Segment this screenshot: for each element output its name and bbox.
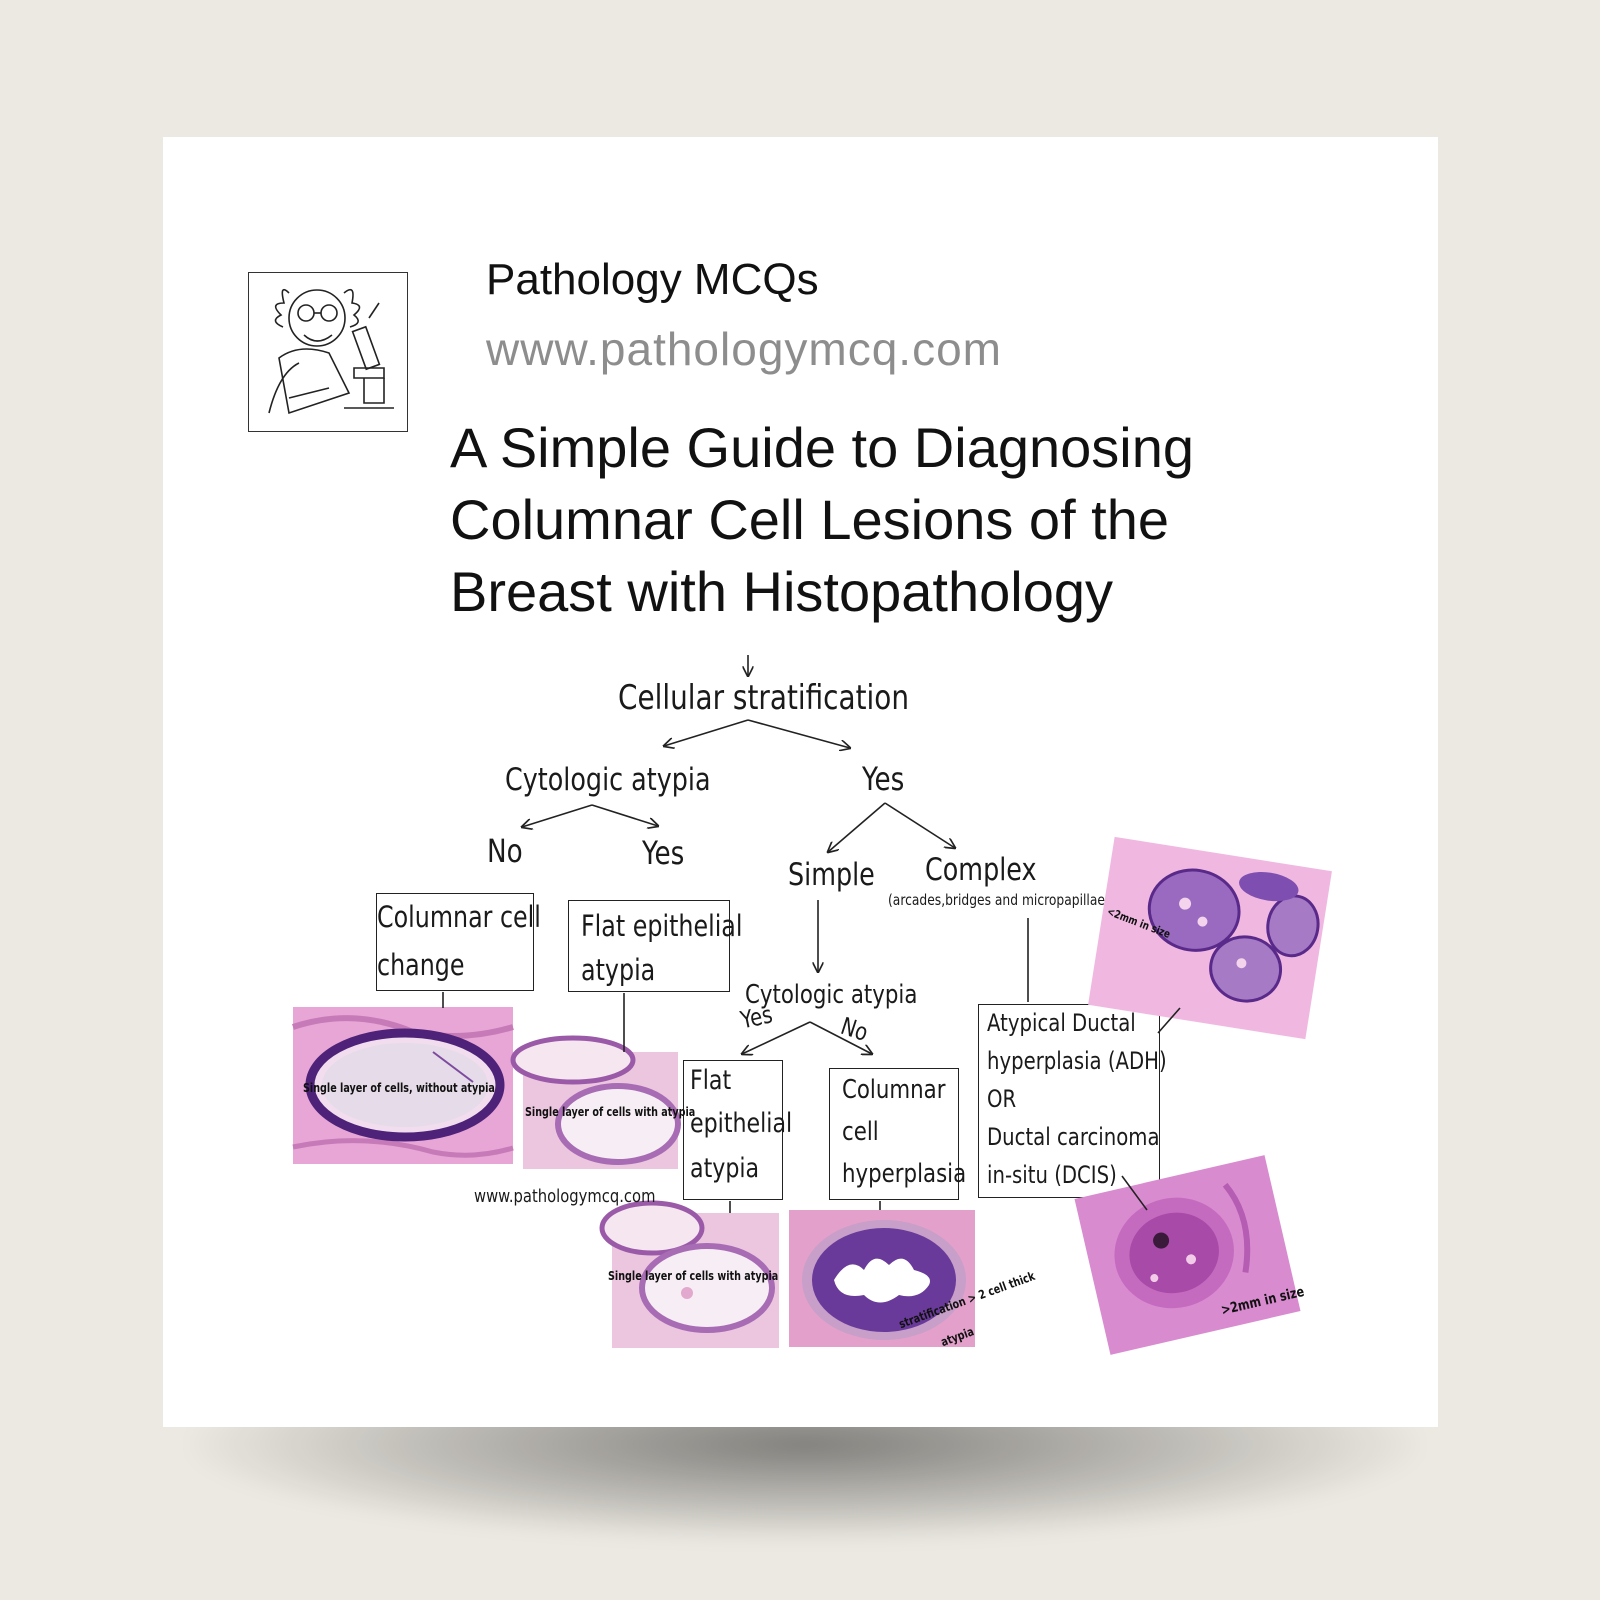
title-line-2: Columnar Cell Lesions of the (450, 488, 1170, 551)
histology-ductal-lumen-image (599, 1200, 779, 1348)
box-adh-or-dcis: Atypical Ductal hyperplasia (ADH) OR Duc… (978, 1004, 1167, 1198)
histology-ductal-lumen-image (789, 1210, 975, 1347)
box-label-line: atypia (581, 953, 656, 987)
box-columnar-cell-change: Columnar cell change (376, 893, 541, 991)
histology-image-adh-small: <2mm in size (1088, 836, 1332, 1040)
box-label-line: Flat (690, 1065, 732, 1096)
node-cytologic-atypia-mid: Cytologic atypia (745, 980, 918, 1010)
node-cytologic-atypia-top: Cytologic atypia (505, 762, 711, 798)
box-label-line: Ductal carcinoma (987, 1123, 1160, 1151)
watermark-url: www.pathologymcq.com (474, 1186, 656, 1207)
box-label-line: in-situ (DCIS) (987, 1161, 1117, 1189)
box-label-line: OR (987, 1085, 1017, 1113)
box-label-line: change (377, 948, 465, 982)
complex-note: (arcades,bridges and micropapillae) (888, 891, 1110, 909)
histology-ductal-lumen-image (292, 1007, 514, 1164)
title-line-3: Breast with Histopathology (450, 560, 1114, 623)
box-label-line: Flat epithelial (581, 909, 743, 943)
box-label-line: Columnar cell (377, 900, 541, 934)
histology-ductal-lumen-image (510, 1035, 681, 1169)
node-cellular-stratification: Cellular stratification (618, 678, 909, 718)
box-label-line: atypia (690, 1153, 760, 1184)
node-yes-right: Yes (862, 760, 905, 798)
box-flat-epithelial-atypia-mid: Flat epithelial atypia (683, 1060, 792, 1200)
brand-name: Pathology MCQs (486, 255, 819, 304)
box-label-line: cell (842, 1117, 879, 1147)
image-caption: Single layer of cells, without atypia (303, 1081, 495, 1095)
box-label-line: Columnar (842, 1075, 946, 1105)
node-simple: Simple (788, 857, 875, 893)
scientist-microscope-logo (248, 272, 408, 432)
box-label-line: hyperplasia (ADH) (987, 1047, 1167, 1075)
box-columnar-cell-hyperplasia: Columnar cell hyperplasia (829, 1068, 966, 1200)
scientist-icon (268, 288, 394, 415)
node-yes-left: Yes (642, 834, 685, 872)
histology-image-columnar-cell-change: Single layer of cells, without atypia (292, 1007, 514, 1164)
website-url: www.pathologymcq.com (486, 323, 1002, 375)
node-no-left: No (487, 832, 523, 870)
box-label-line: hyperplasia (842, 1159, 967, 1189)
histology-cribriform-image (1088, 836, 1332, 1040)
image-caption: Single layer of cells with atypia (525, 1105, 696, 1119)
node-complex: Complex (925, 852, 1037, 888)
box-label-line: Atypical Ductal (987, 1009, 1136, 1037)
histology-image-columnar-cell-hyperplasia: stratification > 2 cell thick atypia (789, 1210, 1037, 1349)
box-flat-epithelial-atypia-top: Flat epithelial atypia (568, 900, 743, 992)
histology-image-flat-epithelial-atypia-mid: Single layer of cells with atypia (599, 1200, 779, 1348)
histology-image-flat-epithelial-atypia-top: Single layer of cells with atypia (510, 1035, 695, 1169)
title-line-1: A Simple Guide to Diagnosing (450, 416, 1194, 479)
box-label-line: epithelial (690, 1108, 793, 1139)
image-caption: Single layer of cells with atypia (608, 1269, 779, 1283)
